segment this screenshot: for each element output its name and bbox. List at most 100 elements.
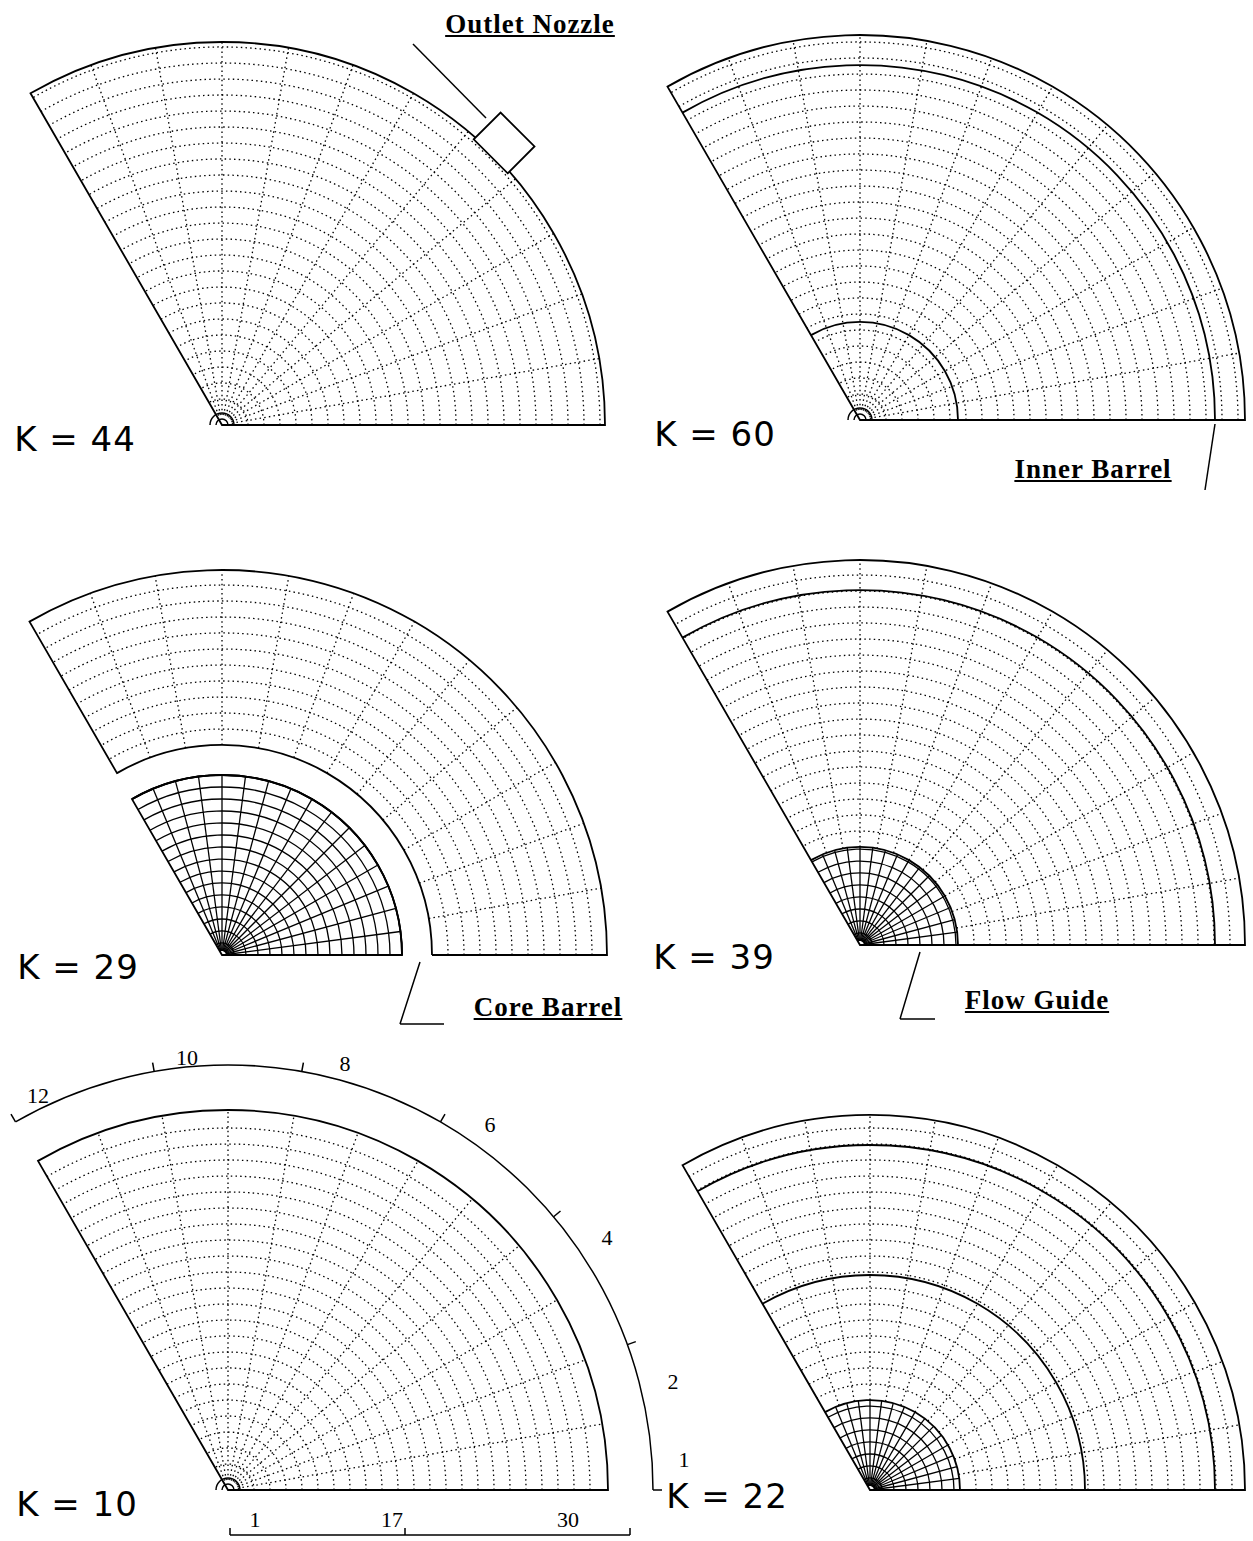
mesh-dotted-radial (237, 1360, 585, 1487)
sector-boundary (668, 35, 1246, 420)
mesh-dotted-arc (65, 111, 536, 425)
scale-tick (11, 1114, 16, 1122)
mesh-dotted-arc (787, 799, 1006, 945)
mesh-dotted-arc (785, 1320, 1040, 1490)
sector-boundary (683, 1115, 1246, 1490)
mesh-dotted-arc (49, 79, 568, 425)
mesh-dotted-arc (89, 159, 488, 425)
mesh-dotted-radial (231, 1133, 358, 1481)
index-number: 4 (602, 1226, 613, 1250)
mesh-dotted-arc (129, 239, 408, 425)
mesh-dotted-arc (183, 1400, 318, 1490)
index-number: 1 (679, 1448, 690, 1472)
mesh-grid-radial (861, 850, 885, 941)
index-number: 10 (176, 1046, 198, 1070)
mesh-grid-arc (812, 849, 956, 945)
mesh-grid-radial (226, 886, 389, 953)
mesh-grid-radial (872, 1407, 905, 1486)
structure-arc (683, 590, 1216, 945)
mesh-grid-radial (873, 1426, 934, 1487)
mesh-dotted-radial (227, 1110, 228, 1480)
mesh-dotted-arc (77, 665, 512, 955)
mesh-dotted-arc (87, 1208, 510, 1490)
mesh-dotted-radial (948, 1303, 1195, 1446)
mesh-dotted-arc (807, 314, 966, 420)
mesh-dotted-radial (742, 1138, 840, 1406)
mesh-dotted-radial (866, 125, 1107, 412)
mesh-dotted-arc (61, 633, 544, 955)
mesh-dotted-arc (771, 767, 1038, 945)
mesh-dotted-arc (691, 607, 1198, 945)
mesh-dotted-radial (869, 1115, 870, 1400)
mesh-dotted-arc (679, 58, 1222, 420)
mesh-dotted-radial (237, 1300, 557, 1485)
mesh-dotted-arc (683, 591, 1214, 945)
mesh-dotted-arc (143, 1320, 398, 1490)
mesh-grid-radial (226, 908, 396, 954)
mesh-dotted-arc (747, 719, 1086, 945)
mesh-dotted-arc (719, 138, 1142, 420)
mesh-dotted-radial (231, 294, 582, 422)
mesh-dotted-radial (90, 593, 150, 758)
mesh-dotted-arc (37, 585, 592, 955)
mesh-dotted-arc (753, 1256, 1104, 1490)
mesh-dotted-radial (221, 42, 222, 415)
mesh-dotted-arc (815, 330, 950, 420)
mesh-grid-radial (861, 848, 873, 941)
mesh-dotted-radial (228, 132, 468, 418)
mesh-dotted-radial (230, 179, 516, 419)
mesh-grid-radial (224, 812, 331, 952)
mesh-dotted-arc (723, 671, 1134, 945)
index-scale-arc (16, 1065, 654, 1490)
mesh-dotted-arc (53, 617, 560, 955)
mesh-dotted-arc (177, 335, 312, 425)
mesh-grid-radial (869, 1400, 870, 1486)
mesh-grid-radial (225, 845, 365, 952)
scale-tick (302, 1063, 304, 1072)
mesh-dotted-arc (79, 1192, 526, 1490)
mesh-grid-radial (864, 896, 945, 943)
mesh-dotted-radial (227, 93, 414, 416)
mesh-dotted-radial (155, 576, 185, 748)
mesh-dotted-arc (73, 127, 520, 425)
grid-boundary (811, 847, 958, 945)
sector-boundary (38, 1110, 608, 1490)
structure-arc (683, 65, 1216, 420)
mesh-dotted-arc (761, 1272, 1088, 1490)
index-number: 17 (381, 1508, 403, 1532)
mesh-grid-radial (836, 1407, 869, 1486)
mesh-grid-radial (862, 855, 898, 942)
mesh-dotted-arc (169, 319, 328, 425)
mesh-dotted-arc (705, 1160, 1200, 1490)
mesh-dotted-radial (224, 48, 289, 415)
mesh-dotted-arc (93, 697, 480, 955)
structure-arc (763, 1275, 1086, 1490)
mesh-dotted-radial (945, 753, 1194, 897)
mesh-dotted-arc (777, 1304, 1056, 1490)
mesh-dotted-arc (675, 575, 1230, 945)
mesh-dotted-radial (915, 1165, 1058, 1412)
mesh-dotted-arc (743, 186, 1094, 420)
scale-tick (554, 1211, 561, 1217)
mesh-grid-radial (874, 1445, 948, 1488)
mesh-dotted-arc (687, 74, 1206, 420)
mesh-grid-radial (859, 847, 860, 941)
mesh-dotted-arc (103, 1240, 478, 1490)
mesh-dotted-arc (721, 1192, 1168, 1490)
sector-boundary (668, 560, 1246, 945)
mesh-dotted-arc (759, 218, 1062, 420)
mesh-dotted-radial (793, 566, 843, 849)
structure-arc (811, 322, 958, 420)
scale-tick (153, 1063, 155, 1072)
mesh-dotted-radial (923, 650, 1108, 870)
mesh-dotted-radial (162, 1116, 226, 1480)
mesh-grid-radial (175, 781, 221, 951)
mesh-dotted-arc (167, 1368, 350, 1490)
mesh-dotted-arc (671, 42, 1238, 420)
mesh-dotted-radial (232, 359, 599, 424)
mesh-dotted-arc (111, 1256, 462, 1490)
mesh-dotted-arc (697, 1144, 1216, 1490)
scale-tick (441, 1114, 446, 1122)
mesh-dotted-arc (45, 601, 576, 955)
section-label: K = 22 (666, 1478, 788, 1515)
